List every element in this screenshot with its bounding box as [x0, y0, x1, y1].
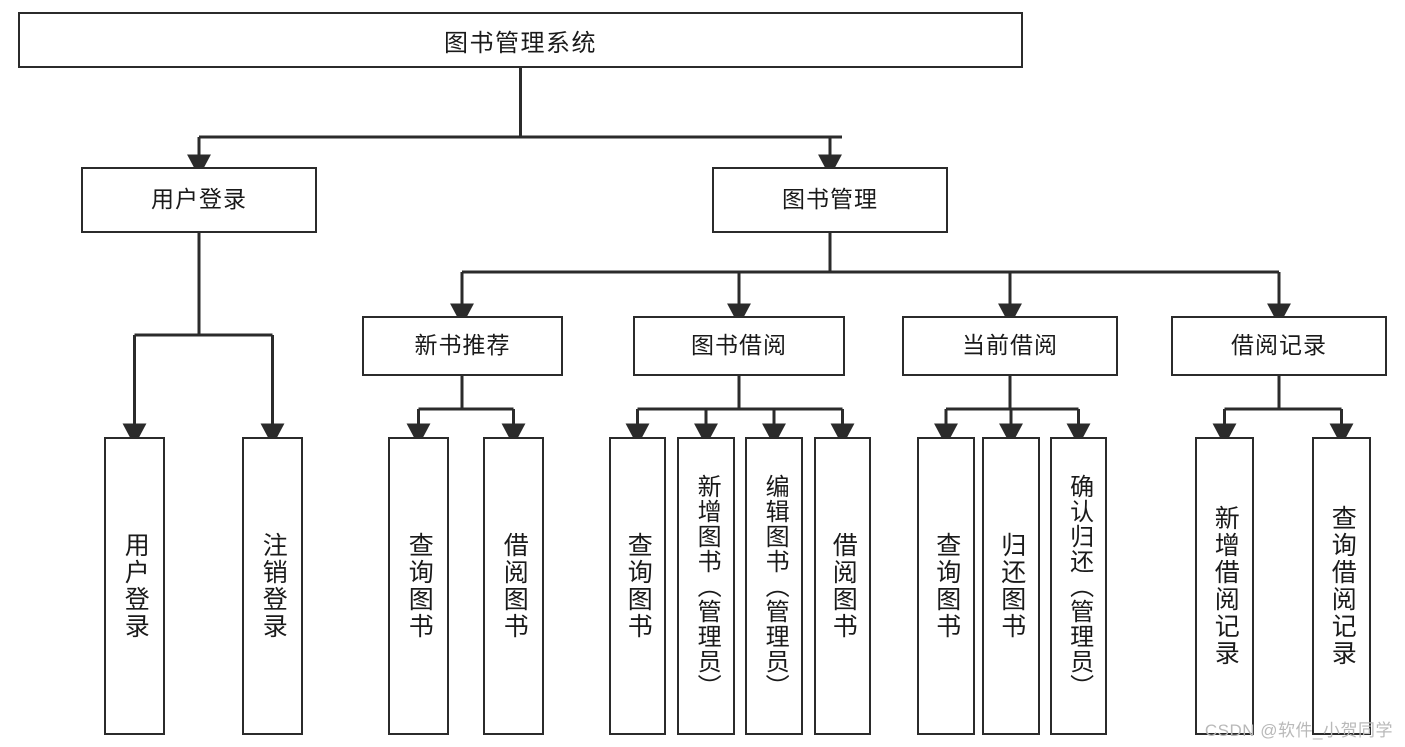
leaf-label: 注销登录	[259, 532, 288, 640]
leaf-confirm-return-admin[interactable]: 确认归还（管理员）	[1050, 437, 1107, 735]
node-borrow-record[interactable]: 借阅记录	[1171, 316, 1387, 376]
leaf-query-book-recommend[interactable]: 查询图书	[388, 437, 449, 735]
node-label: 借阅记录	[1231, 332, 1327, 359]
leaf-edit-book-admin[interactable]: 编辑图书（管理员）	[745, 437, 803, 735]
leaf-label: 查询图书	[405, 532, 434, 640]
node-root-label: 图书管理系统	[444, 29, 597, 57]
leaf-label: 查询图书	[624, 532, 653, 640]
node-new-book-recommend[interactable]: 新书推荐	[362, 316, 563, 376]
leaf-label: 确认归还（管理员）	[1065, 473, 1093, 699]
node-label: 当前借阅	[962, 332, 1058, 359]
leaf-query-book-current[interactable]: 查询图书	[917, 437, 975, 735]
node-label: 新书推荐	[414, 332, 511, 359]
node-label: 图书借阅	[691, 332, 787, 359]
leaf-query-borrow-record[interactable]: 查询借阅记录	[1312, 437, 1371, 735]
leaf-label: 归还图书	[997, 532, 1026, 640]
leaf-label: 新增图书（管理员）	[693, 473, 721, 699]
node-label: 图书管理	[782, 186, 878, 213]
node-current-borrow[interactable]: 当前借阅	[902, 316, 1118, 376]
leaf-label: 用户登录	[121, 532, 150, 640]
leaf-add-book-admin[interactable]: 新增图书（管理员）	[677, 437, 735, 735]
leaf-label: 借阅图书	[500, 532, 529, 640]
leaf-borrow-book[interactable]: 借阅图书	[814, 437, 871, 735]
node-user-login[interactable]: 用户登录	[81, 167, 317, 233]
csdn-watermark: CSDN @软件_小贺同学	[1204, 721, 1393, 740]
node-root[interactable]: 图书管理系统	[18, 12, 1023, 68]
leaf-label: 编辑图书（管理员）	[761, 473, 789, 699]
leaf-borrow-book-recommend[interactable]: 借阅图书	[483, 437, 544, 735]
leaf-logout[interactable]: 注销登录	[242, 437, 303, 735]
leaf-label: 借阅图书	[829, 532, 858, 640]
leaf-add-borrow-record[interactable]: 新增借阅记录	[1195, 437, 1254, 735]
leaf-label: 查询借阅记录	[1328, 505, 1357, 667]
leaf-query-book-borrow[interactable]: 查询图书	[609, 437, 666, 735]
leaf-label: 新增借阅记录	[1211, 505, 1240, 667]
node-label: 用户登录	[151, 186, 247, 213]
leaf-return-book[interactable]: 归还图书	[982, 437, 1040, 735]
node-book-management[interactable]: 图书管理	[712, 167, 948, 233]
leaf-user-login[interactable]: 用户登录	[104, 437, 165, 735]
leaf-label: 查询图书	[932, 532, 961, 640]
node-book-borrow[interactable]: 图书借阅	[633, 316, 845, 376]
